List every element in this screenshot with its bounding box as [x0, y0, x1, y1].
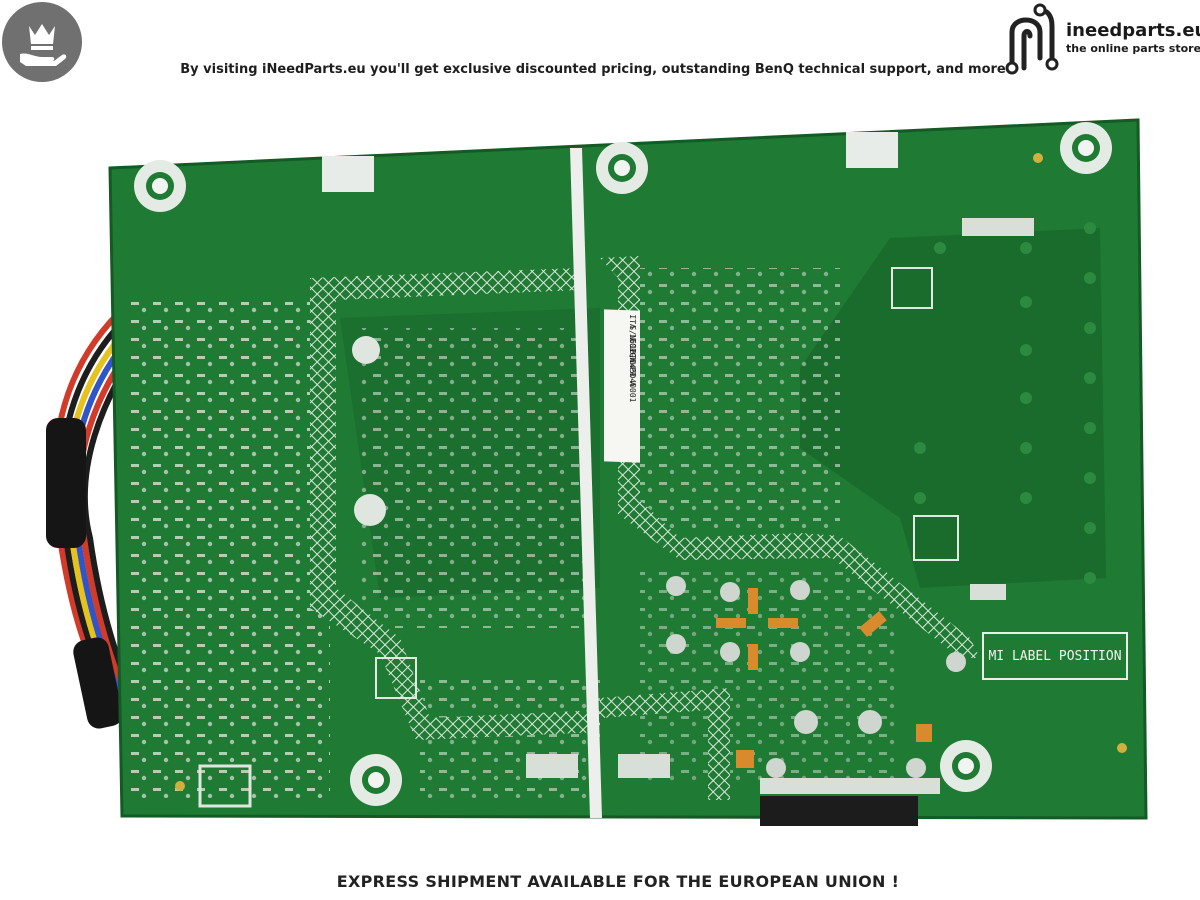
- logo-slogan: the online parts store: [1066, 42, 1200, 55]
- serial-sticker: ITA 1601QWW S/N:1BT145D40001 TOP-A PR-A: [604, 309, 640, 463]
- pcb-power-board-photo: [40, 118, 1150, 830]
- crown-hand-icon: [2, 2, 82, 82]
- tagline: By visiting iNeedParts.eu you'll get exc…: [180, 62, 1006, 77]
- footer-text: EXPRESS SHIPMENT AVAILABLE FOR THE EUROP…: [336, 872, 900, 891]
- logo-text[interactable]: ineedparts.eu the online parts store: [1066, 20, 1200, 55]
- mi-label-position: MI LABEL POSITION: [982, 632, 1128, 680]
- sticker-line3: TOP-A PR-A: [628, 338, 637, 387]
- logo-name: ineedparts.eu: [1066, 20, 1200, 41]
- circuit-n-logo-icon[interactable]: [1000, 2, 1200, 76]
